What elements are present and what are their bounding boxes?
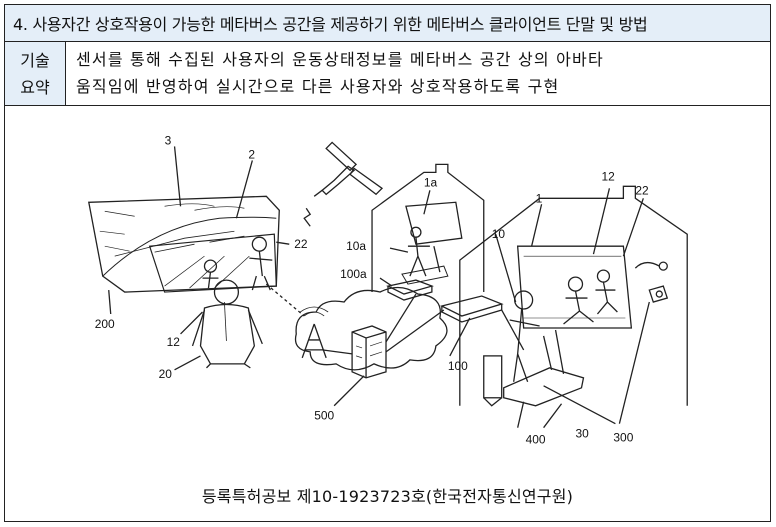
label-1a: 1a: [424, 175, 438, 189]
summary-row: 기술 요약 센서를 통해 수집된 사용자의 운동상태정보를 메타버스 공간 상의…: [5, 42, 770, 106]
network-cloud: [294, 286, 448, 371]
label-22-left: 22: [294, 237, 308, 251]
summary-label-line2: 요약: [20, 77, 50, 97]
server-500: [351, 325, 387, 379]
label-1: 1: [536, 191, 543, 205]
satellite-icon: [313, 141, 384, 197]
figure-caption: 등록특허공보 제10-1923723호(한국전자통신연구원): [201, 487, 574, 506]
treadmill: [503, 367, 585, 407]
user-20-body: [199, 303, 256, 365]
label-100a: 100a: [340, 267, 367, 281]
label-500: 500: [314, 409, 334, 423]
item-title: 4. 사용자간 상호작용이 가능한 메타버스 공간을 제공하기 위한 메타버스 …: [5, 5, 770, 42]
left-inner-screen: [148, 233, 277, 293]
summary-text: 센서를 통해 수집된 사용자의 운동상태정보를 메타버스 공간 상의 아바타 움…: [66, 42, 770, 105]
summary-text-line2: 움직임에 반영하여 실시간으로 다른 사용자와 상호작용하도록 구현: [76, 77, 560, 96]
label-2: 2: [248, 147, 255, 161]
summary-label: 기술 요약: [5, 42, 66, 105]
user-20-head: [213, 279, 240, 305]
settop-box-100: [440, 295, 504, 323]
signal-zigzag: [303, 207, 312, 227]
label-22-right: 22: [635, 183, 649, 197]
house-right: [459, 185, 688, 406]
speaker-device: [483, 355, 503, 399]
label-200: 200: [95, 317, 115, 331]
label-100: 100: [448, 359, 468, 373]
patent-figure: 3 2 22 200 12 20 1a 10a 100a 500 100 1 1…: [88, 133, 688, 447]
router-100a: [386, 279, 434, 301]
label-10a: 10a: [346, 239, 366, 253]
label-12-right: 12: [601, 169, 615, 183]
label-10: 10: [492, 227, 506, 241]
content-frame: 4. 사용자간 상호작용이 가능한 메타버스 공간을 제공하기 위한 메타버스 …: [4, 4, 771, 522]
label-400: 400: [526, 433, 546, 447]
antenna-icon: [301, 323, 327, 359]
camera-sensor: [648, 285, 669, 303]
house-left: [371, 163, 485, 293]
label-20: 20: [159, 367, 173, 381]
left-display-panel: [88, 195, 280, 293]
label-12-left: 12: [167, 335, 181, 349]
label-3: 3: [165, 133, 172, 147]
right-display: [516, 245, 633, 329]
label-30: 30: [576, 427, 590, 441]
label-300: 300: [613, 431, 633, 445]
summary-text-line1: 센서를 통해 수집된 사용자의 운동상태정보를 메타버스 공간 상의 아바타: [76, 50, 604, 69]
summary-label-line1: 기술: [20, 50, 50, 70]
